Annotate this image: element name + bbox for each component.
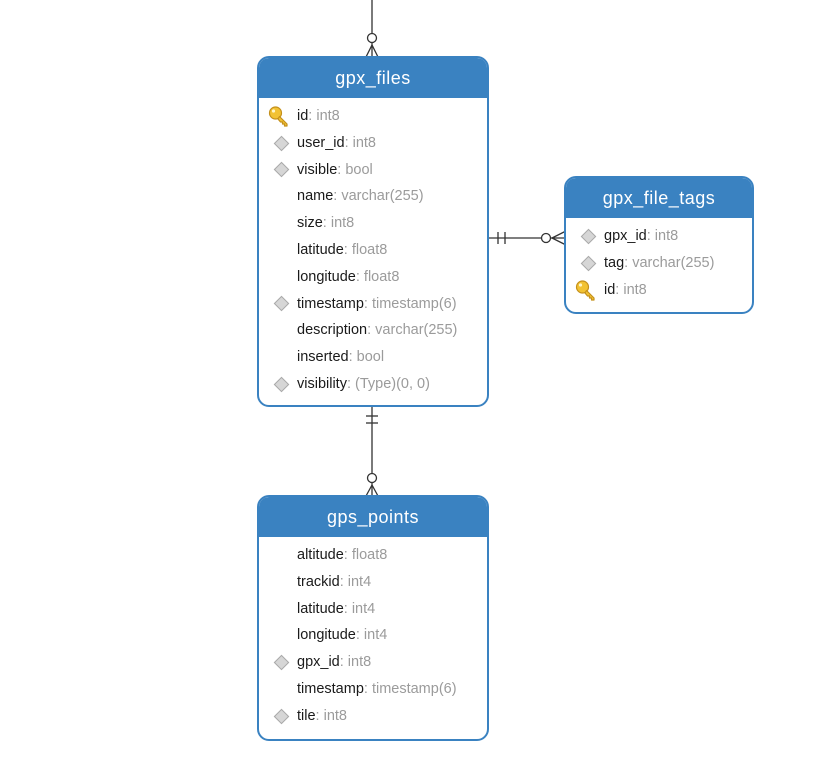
column-row[interactable]: latitude: int4: [259, 596, 487, 623]
column-row[interactable]: size: int8: [259, 210, 487, 237]
column-name: id: [604, 281, 616, 298]
column-row[interactable]: description: varchar(255): [259, 317, 487, 344]
column-type: : int4: [343, 600, 376, 617]
column-name: trackid: [297, 573, 340, 590]
column-row[interactable]: latitude: float8: [259, 237, 487, 264]
column-type: : timestamp(6): [363, 680, 457, 697]
relation-gpx_files-gpx_file_tags: [489, 230, 567, 246]
foreign-key-icon: [273, 371, 290, 398]
column-type: : varchar(255): [624, 254, 715, 271]
column-row[interactable]: altitude: float8: [259, 542, 487, 569]
foreign-key-icon: [273, 157, 290, 184]
table-header[interactable]: gpx_files: [259, 58, 487, 99]
foreign-key-icon: [273, 130, 290, 157]
column-name: inserted: [297, 349, 349, 366]
column-type: : int4: [355, 627, 388, 644]
foreign-key-icon: [273, 649, 290, 676]
primary-key-icon: [268, 103, 290, 130]
table-header[interactable]: gps_points: [259, 497, 487, 538]
table-header[interactable]: gpx_file_tags: [566, 178, 752, 219]
column-type: : int8: [344, 134, 376, 151]
column-name: size: [297, 215, 323, 232]
column-row[interactable]: visible: bool: [259, 157, 487, 184]
foreign-key-icon: [580, 250, 597, 277]
column-type: : (Type)(0, 0): [346, 375, 430, 392]
relation-gpx_files-gps_points: [365, 407, 379, 497]
column-type: : float8: [355, 268, 400, 285]
column-row[interactable]: gpx_id: int8: [259, 649, 487, 676]
column-name: tag: [604, 254, 625, 271]
column-type: : int8: [322, 215, 355, 232]
column-name: gpx_id: [604, 228, 647, 244]
column-row[interactable]: id: int8: [566, 277, 752, 304]
column-name: altitude: [297, 547, 344, 563]
column-row[interactable]: timestamp: timestamp(6): [259, 676, 487, 703]
column-type: : timestamp(6): [363, 295, 457, 312]
column-row[interactable]: user_id: int8: [259, 130, 487, 157]
column-name: latitude: [297, 600, 344, 617]
column-name: description: [297, 322, 368, 339]
column-type: : int8: [315, 707, 347, 724]
column-row[interactable]: longitude: int4: [259, 622, 487, 649]
column-row[interactable]: longitude: float8: [259, 264, 487, 291]
column-row[interactable]: name: varchar(255): [259, 183, 487, 210]
column-row[interactable]: id: int8: [259, 103, 487, 130]
column-row[interactable]: tag: varchar(255): [566, 250, 752, 277]
column-type: : int8: [615, 281, 647, 298]
column-type: : int8: [308, 108, 340, 124]
column-name: name: [297, 188, 334, 205]
column-name: visibility: [297, 375, 347, 392]
column-row[interactable]: tile: int8: [259, 703, 487, 730]
foreign-key-icon: [580, 223, 597, 250]
column-type: : float8: [343, 241, 388, 258]
column-type: : float8: [343, 547, 388, 563]
column-name: visible: [297, 161, 338, 178]
column-name: gpx_id: [297, 654, 340, 671]
column-type: : int4: [339, 573, 372, 590]
primary-key-icon: [575, 277, 597, 304]
column-type: : varchar(255): [333, 188, 424, 205]
column-row[interactable]: trackid: int4: [259, 569, 487, 596]
column-name: id: [297, 108, 309, 124]
column-name: timestamp: [297, 680, 364, 697]
column-row[interactable]: inserted: bool: [259, 344, 487, 371]
column-name: tile: [297, 707, 316, 724]
foreign-key-icon: [273, 291, 290, 318]
column-name: longitude: [297, 268, 356, 285]
foreign-key-icon: [273, 703, 290, 730]
column-name: timestamp: [297, 295, 364, 312]
column-type: : varchar(255): [367, 322, 458, 339]
relation-parent-gpx_files: [365, 0, 379, 58]
column-row[interactable]: timestamp: timestamp(6): [259, 291, 487, 318]
column-name: user_id: [297, 134, 345, 151]
column-type: : int8: [646, 228, 679, 244]
column-type: : bool: [337, 161, 373, 178]
column-name: longitude: [297, 627, 356, 644]
column-name: latitude: [297, 241, 344, 258]
column-type: : bool: [348, 349, 385, 366]
column-row[interactable]: visibility: (Type)(0, 0): [259, 371, 487, 398]
column-type: : int8: [339, 654, 372, 671]
column-row[interactable]: gpx_id: int8: [566, 223, 752, 250]
